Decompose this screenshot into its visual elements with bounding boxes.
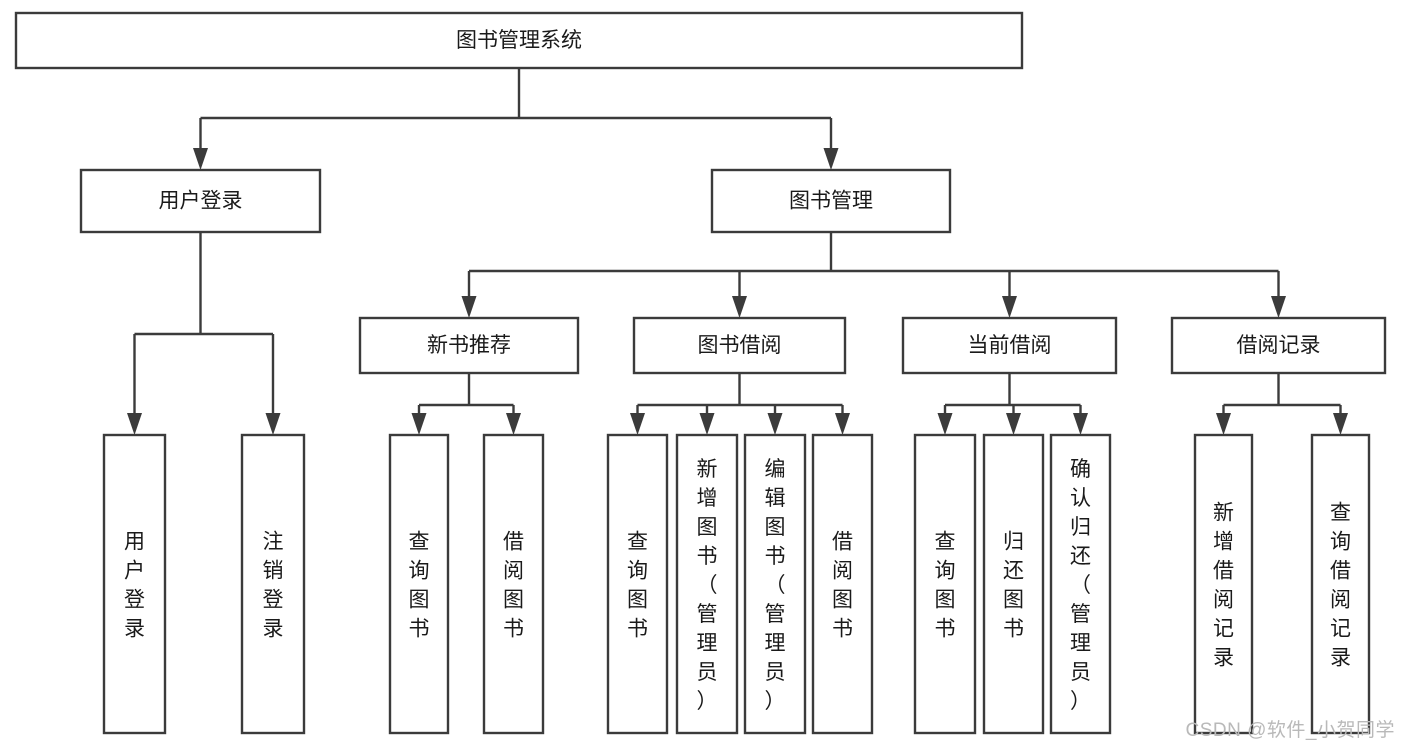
node-l2_0[interactable]: 用户登录: [79, 168, 322, 234]
node-box[interactable]: [358, 316, 580, 375]
node-box[interactable]: [1193, 433, 1254, 735]
node-label: 借阅图书: [832, 531, 853, 641]
edge-group-l3_1: [630, 373, 850, 435]
arrow-head-icon: [127, 413, 142, 435]
arrow-head-icon: [835, 413, 850, 435]
node-leaf_2[interactable]: 查询图书: [388, 433, 450, 735]
node-label: 查询图书: [627, 531, 648, 641]
arrow-head-icon: [193, 148, 208, 170]
node-label: 归还图书: [1003, 531, 1024, 641]
node-box[interactable]: [240, 433, 306, 735]
arrow-head-icon: [265, 413, 281, 435]
node-box[interactable]: [913, 433, 977, 735]
arrow-head-icon: [1073, 413, 1088, 435]
node-label: 借阅图书: [503, 531, 524, 641]
node-box[interactable]: [1170, 316, 1387, 375]
node-leaf_11[interactable]: 新增借阅记录: [1193, 433, 1254, 735]
edge-group-root: [193, 68, 839, 170]
arrow-head-icon: [1002, 296, 1017, 318]
node-label: 确认归还（管理员）: [1070, 458, 1091, 713]
edge-group-l2_1: [461, 232, 1286, 318]
node-box[interactable]: [811, 433, 874, 735]
edges-layer: [127, 68, 1348, 435]
node-leaf_5[interactable]: 新增图书（管理员）: [675, 433, 739, 735]
node-leaf_9[interactable]: 归还图书: [982, 433, 1045, 735]
arrow-head-icon: [1333, 413, 1348, 435]
node-l3_2[interactable]: 当前借阅: [901, 316, 1118, 375]
node-leaf_10[interactable]: 确认归还（管理员）: [1049, 433, 1112, 735]
edge-group-l3_2: [937, 373, 1088, 435]
arrow-head-icon: [937, 413, 953, 435]
node-leaf_8[interactable]: 查询图书: [913, 433, 977, 735]
node-box[interactable]: [1049, 433, 1112, 735]
node-label: 用户登录: [124, 531, 145, 641]
node-label: 新增借阅记录: [1213, 502, 1234, 670]
node-leaf_7[interactable]: 借阅图书: [811, 433, 874, 735]
arrow-head-icon: [411, 413, 427, 435]
node-l3_1[interactable]: 图书借阅: [632, 316, 847, 375]
node-box[interactable]: [632, 316, 847, 375]
node-leaf_3[interactable]: 借阅图书: [482, 433, 545, 735]
arrow-head-icon: [1271, 296, 1286, 318]
node-box[interactable]: [606, 433, 669, 735]
node-label: 查询图书: [409, 531, 430, 641]
node-box[interactable]: [710, 168, 952, 234]
node-leaf_6[interactable]: 编辑图书（管理员）: [743, 433, 807, 735]
node-box[interactable]: [79, 168, 322, 234]
arrow-head-icon: [1006, 413, 1021, 435]
node-box[interactable]: [743, 433, 807, 735]
node-box[interactable]: [982, 433, 1045, 735]
node-label: 图书借阅: [698, 334, 782, 357]
arrow-head-icon: [1216, 413, 1231, 435]
node-box[interactable]: [675, 433, 739, 735]
arrow-head-icon: [630, 413, 645, 435]
node-label: 查询图书: [935, 531, 956, 641]
node-box[interactable]: [901, 316, 1118, 375]
node-label: 查询借阅记录: [1330, 502, 1351, 670]
edge-group-l3_0: [411, 373, 521, 435]
node-box[interactable]: [102, 433, 167, 735]
node-root[interactable]: 图书管理系统: [14, 11, 1024, 70]
arrow-head-icon: [823, 148, 839, 170]
node-label: 注销登录: [263, 531, 284, 641]
node-box[interactable]: [1310, 433, 1371, 735]
node-l3_3[interactable]: 借阅记录: [1170, 316, 1387, 375]
node-label: 图书管理系统: [456, 29, 582, 52]
node-label: 借阅记录: [1237, 334, 1321, 357]
arrow-head-icon: [767, 413, 783, 435]
node-leaf_1[interactable]: 注销登录: [240, 433, 306, 735]
node-box[interactable]: [14, 11, 1024, 70]
edge-group-l2_0: [127, 232, 281, 435]
node-label: 新书推荐: [427, 334, 511, 357]
edge-group-l3_3: [1216, 373, 1348, 435]
node-label: 编辑图书（管理员）: [765, 458, 786, 713]
node-leaf_0[interactable]: 用户登录: [102, 433, 167, 735]
arrow-head-icon: [699, 413, 715, 435]
node-l3_0[interactable]: 新书推荐: [358, 316, 580, 375]
node-box[interactable]: [482, 433, 545, 735]
node-leaf_4[interactable]: 查询图书: [606, 433, 669, 735]
arrow-head-icon: [461, 296, 477, 318]
node-label: 新增图书（管理员）: [697, 458, 718, 713]
node-label: 当前借阅: [968, 334, 1052, 357]
watermark-text: CSDN @软件_小贺同学: [1185, 720, 1395, 741]
node-leaf_12[interactable]: 查询借阅记录: [1310, 433, 1371, 735]
node-label: 图书管理: [789, 190, 873, 213]
arrow-head-icon: [506, 413, 521, 435]
node-box[interactable]: [388, 433, 450, 735]
node-l2_1[interactable]: 图书管理: [710, 168, 952, 234]
arrow-head-icon: [732, 296, 747, 318]
nodes-layer: 图书管理系统用户登录图书管理新书推荐图书借阅当前借阅借阅记录用户登录注销登录查询…: [14, 11, 1387, 735]
node-label: 用户登录: [159, 190, 243, 213]
